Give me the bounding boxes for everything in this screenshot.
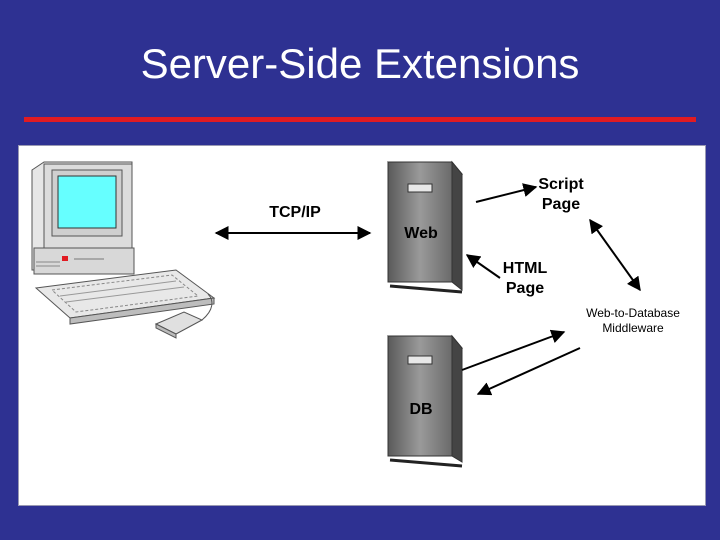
diagram-panel xyxy=(18,145,706,506)
middleware-label-line2: Middleware xyxy=(602,321,664,335)
html-page-label: HTML Page xyxy=(490,259,560,299)
mouse-icon xyxy=(154,293,213,339)
html-to-web-arrow xyxy=(465,254,501,279)
script-page-label-line2: Page xyxy=(541,196,581,213)
title-divider xyxy=(24,117,696,122)
db-server-icon xyxy=(386,334,464,468)
screen xyxy=(57,175,117,229)
html-page-label-line1: HTML xyxy=(502,260,548,277)
web-server-icon xyxy=(386,160,464,294)
slide-title: Server-Side Extensions xyxy=(140,40,580,87)
web-to-script-arrow xyxy=(475,183,538,203)
web-server-label: Web xyxy=(404,225,438,242)
middleware-label-line1: Web-to-Database xyxy=(586,306,680,320)
middleware-to-db-arrow xyxy=(476,347,581,396)
script-page-label: Script Page xyxy=(526,175,596,215)
desktop-computer-icon xyxy=(31,161,135,275)
script-to-middleware-arrow xyxy=(589,218,641,292)
middleware-label: Web-to-Database Middleware xyxy=(570,306,696,336)
script-page-label-line1: Script xyxy=(538,176,584,193)
keyboard-icon xyxy=(34,269,216,325)
db-server-label: DB xyxy=(409,401,433,418)
db-to-middleware-arrow xyxy=(461,329,566,371)
html-page-label-line2: Page xyxy=(505,280,545,297)
tcpip-label: TCP/IP xyxy=(269,204,321,221)
